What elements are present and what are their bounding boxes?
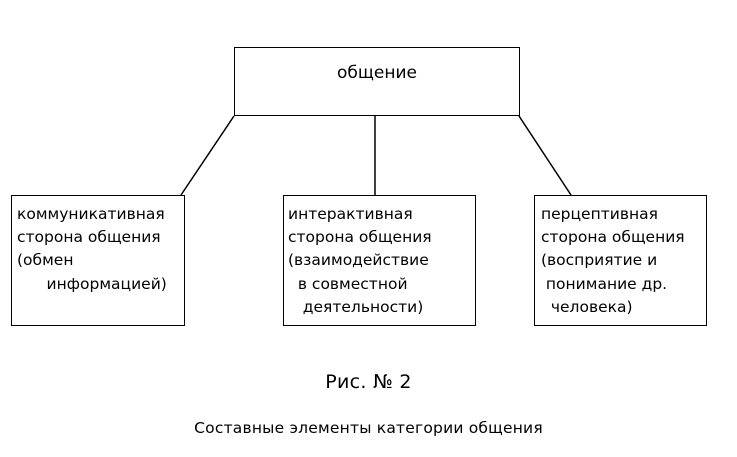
node-interactive-side[interactable]: интерактивная сторона общения (взаимодей… (283, 195, 476, 326)
node-interactive-side-text: интерактивная сторона общения (взаимодей… (284, 203, 475, 319)
node-text-line: понимание др. (541, 274, 668, 293)
connector-root-to-communicative (180, 115, 235, 196)
node-text-line: (обмен (17, 251, 74, 270)
node-text-line: (взаимодействие (288, 251, 429, 270)
figure-caption-title: Рис. № 2 (325, 371, 412, 393)
node-communicative-side-text: коммуникативная сторона общения (обмен и… (12, 203, 184, 296)
node-text-line: сторона общения (288, 228, 432, 247)
node-text-line: деятельности) (288, 297, 424, 316)
node-text-line: информацией) (17, 274, 167, 293)
node-text-line: (восприятие и (541, 251, 658, 270)
node-text-line: человека) (541, 297, 633, 316)
connector-root-to-perceptive (518, 115, 572, 196)
node-communicative-side[interactable]: коммуникативная сторона общения (обмен и… (11, 195, 185, 326)
node-text-line: интерактивная (288, 205, 413, 223)
node-text-line: сторона общения (541, 228, 685, 247)
node-text-line: в совместной (288, 274, 408, 293)
node-obshchenie[interactable]: общение (234, 47, 520, 116)
node-text-line: перцептивная (541, 205, 658, 223)
node-perceptive-side-text: перцептивная сторона общения (восприятие… (535, 203, 706, 319)
node-text-line: сторона общения (17, 228, 161, 247)
figure-caption-subtitle: Составные элементы категории общения (194, 419, 543, 437)
node-text-line: коммуникативная (17, 205, 165, 223)
node-obshchenie-label: общение (337, 63, 417, 83)
node-perceptive-side[interactable]: перцептивная сторона общения (восприятие… (534, 195, 707, 326)
